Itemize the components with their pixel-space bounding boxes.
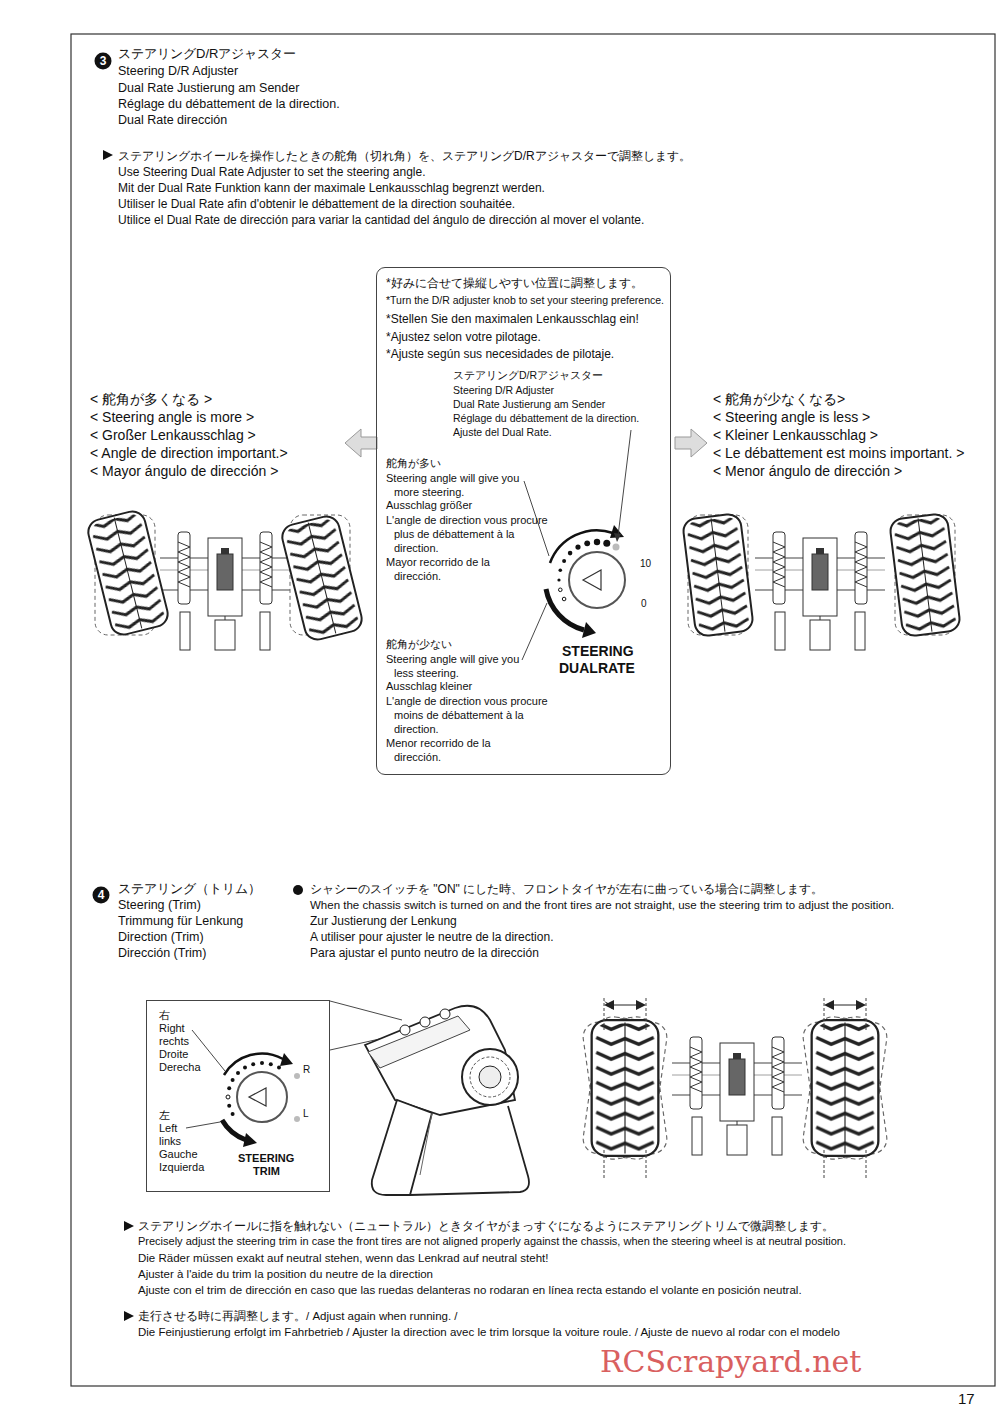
effect-label: < Mayor ángulo de dirección > bbox=[90, 463, 278, 480]
trim-dial bbox=[186, 1030, 300, 1147]
effect-label: < Menor ángulo de dirección > bbox=[713, 463, 902, 480]
note-text: rechts bbox=[159, 1035, 189, 1048]
watermark: RCScrapyard.net bbox=[600, 1344, 861, 1381]
section-heading: Steering (Trim) bbox=[118, 898, 201, 913]
note-text: 左 bbox=[159, 1109, 170, 1122]
dial-name: STEERING bbox=[562, 643, 634, 660]
effect-label: < Le débattement est moins important. > bbox=[713, 445, 964, 462]
note-text: 舵角が少ない bbox=[386, 638, 452, 651]
label-text: A utiliser pour ajuster le neutre de la … bbox=[310, 930, 553, 945]
label-text: Zur Justierung der Lenkung bbox=[310, 914, 457, 929]
note-text: Menor recorrido de la dirección. bbox=[386, 736, 501, 764]
label-text: Die Feinjustierung erfolgt im Fahrbetrie… bbox=[138, 1325, 840, 1339]
note-text: L'angle de direction vous procure plus d… bbox=[386, 513, 556, 555]
note-text: *Turn the D/R adjuster knob to set your … bbox=[386, 294, 664, 307]
section-heading: Dual Rate Justierung am Sender bbox=[118, 81, 299, 96]
note-text: 舵角が多い bbox=[386, 457, 441, 470]
label-text: Die Räder müssen exakt auf neutral stehe… bbox=[138, 1251, 548, 1265]
page-number: 17 bbox=[958, 1390, 975, 1408]
section-heading: Dual Rate dirección bbox=[118, 113, 227, 128]
label-text: Use Steering Dual Rate Adjuster to set t… bbox=[118, 165, 426, 180]
effect-label: < Angle de direction important.> bbox=[90, 445, 288, 462]
note-text: Ausschlag größer bbox=[386, 499, 472, 512]
effect-label: < Großer Lenkausschlag > bbox=[90, 427, 256, 444]
section-heading: Direction (Trim) bbox=[118, 930, 204, 945]
label-text: Mit der Dual Rate Funktion kann der maxi… bbox=[118, 181, 545, 196]
dial-name: STEERING bbox=[238, 1152, 294, 1165]
transmitter bbox=[330, 1001, 529, 1195]
note-text: *Stellen Sie den maximalen Lenkausschlag… bbox=[386, 312, 639, 327]
dial-mark: R bbox=[303, 1064, 310, 1076]
label-text: 走行させる時に再調整します。/ Adjust again when runnin… bbox=[138, 1309, 458, 1323]
section-number: 4 bbox=[92, 886, 110, 904]
effect-label: < Kleiner Lenkausschlag > bbox=[713, 427, 878, 444]
label-text: Precisely adjust the steering trim in ca… bbox=[138, 1235, 846, 1248]
section-heading: ステアリング（トリム） bbox=[118, 882, 261, 897]
note-text: L'angle de direction vous procure moins … bbox=[386, 694, 556, 736]
dualrate-dial bbox=[522, 430, 631, 660]
note-text: Réglage du débattement de la direction. bbox=[453, 412, 639, 425]
effect-label: < Steering angle is more > bbox=[90, 409, 254, 426]
note-text: Right bbox=[159, 1022, 185, 1035]
note-text: *好みに合せて操縦しやすい位置に調整します。 bbox=[386, 276, 643, 291]
car-more-steering bbox=[86, 509, 365, 650]
note-text: Izquierda bbox=[159, 1161, 204, 1174]
note-text: ステアリングD/Rアジャスター bbox=[453, 369, 603, 382]
effect-label: < 舵角が多くなる > bbox=[90, 391, 212, 408]
dial-mark: 0 bbox=[641, 598, 647, 610]
note-text: Droite bbox=[159, 1048, 188, 1061]
note-text: Gauche bbox=[159, 1148, 198, 1161]
page-frame bbox=[71, 34, 995, 1386]
note-text: Derecha bbox=[159, 1061, 201, 1074]
dial-name: DUALRATE bbox=[559, 660, 635, 677]
direction-arrow bbox=[675, 429, 707, 457]
section-heading: Steering D/R Adjuster bbox=[118, 64, 238, 79]
effect-label: < Steering angle is less > bbox=[713, 409, 870, 426]
car-trim bbox=[581, 998, 889, 1180]
direction-arrow bbox=[345, 429, 377, 457]
label-text: When the chassis switch is turned on and… bbox=[310, 898, 894, 912]
note-text: Ausschlag kleiner bbox=[386, 680, 472, 693]
note-text: Mayor recorrido de la dirección. bbox=[386, 555, 501, 583]
section-number: 3 bbox=[94, 52, 112, 70]
label-text: Utilice el Dual Rate de dirección para v… bbox=[118, 213, 644, 228]
label-text: ステアリングホイールに指を触れない（ニュートラル）ときタイヤがまっすぐになるよう… bbox=[138, 1219, 834, 1233]
car-less-steering bbox=[682, 513, 961, 650]
section-heading: Trimmung für Lenkung bbox=[118, 914, 243, 929]
effect-label: < 舵角が少なくなる> bbox=[713, 391, 845, 408]
note-text: links bbox=[159, 1135, 181, 1148]
label-text: シャシーのスイッチを "ON" にした時、フロントタイヤが左右に曲っている場合に… bbox=[310, 882, 823, 897]
bullet-arrow bbox=[124, 1311, 134, 1321]
note-text: Steering angle will give you less steeri… bbox=[386, 652, 526, 680]
note-text: *Ajuste según sus necesidades de pilotaj… bbox=[386, 347, 614, 362]
dial-mark: 10 bbox=[640, 558, 651, 570]
bullet-arrow bbox=[124, 1221, 134, 1231]
label-text: ステアリングホイールを操作したときの舵角（切れ角）を、ステアリングD/Rアジャス… bbox=[118, 149, 691, 164]
section-number-text: 3 bbox=[94, 52, 112, 70]
bullet-dot bbox=[293, 885, 303, 895]
label-text: Utiliser le Dual Rate afin d'obtenir le … bbox=[118, 197, 515, 212]
note-text: 右 bbox=[159, 1009, 170, 1022]
section-heading: ステアリングD/Rアジャスター bbox=[118, 46, 296, 62]
section-heading: Réglage du débattement de la direction. bbox=[118, 97, 340, 112]
label-text: Ajuster à l'aide du trim la position du … bbox=[138, 1267, 433, 1281]
section-heading: Dirección (Trim) bbox=[118, 946, 206, 961]
section-number-text: 4 bbox=[92, 886, 110, 904]
bullet-arrow bbox=[103, 150, 113, 160]
dial-name: TRIM bbox=[253, 1165, 280, 1178]
dial-mark: L bbox=[303, 1108, 309, 1120]
note-text: Dual Rate Justierung am Sender bbox=[453, 398, 605, 411]
note-text: Left bbox=[159, 1122, 177, 1135]
note-text: Steering angle will give you more steeri… bbox=[386, 471, 526, 499]
label-text: Ajuste con el trim de dirección en caso … bbox=[138, 1283, 802, 1297]
note-text: *Ajustez selon votre pilotage. bbox=[386, 330, 541, 345]
note-text: Steering D/R Adjuster bbox=[453, 384, 554, 397]
label-text: Para ajustar el punto neutro de la direc… bbox=[310, 946, 539, 961]
note-box: *好みに合せて操縦しやすい位置に調整します。 *Turn the D/R adju… bbox=[376, 267, 671, 775]
note-text: Ajuste del Dual Rate. bbox=[453, 426, 552, 439]
